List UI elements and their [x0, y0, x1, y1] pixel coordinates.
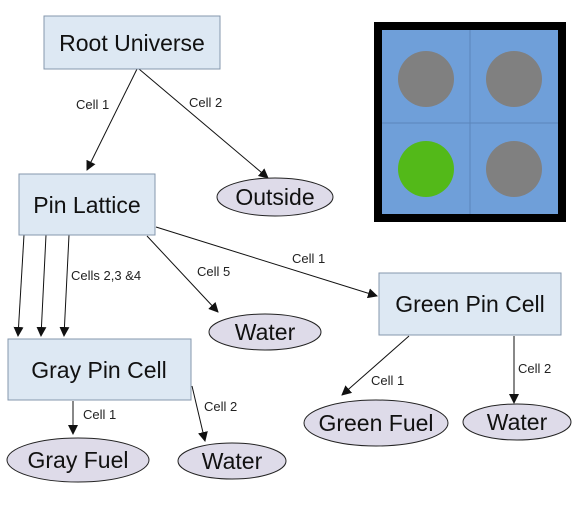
- node-label-water-lattice: Water: [235, 319, 296, 345]
- node-label-root-universe: Root Universe: [59, 30, 205, 56]
- edge-label-lattice-water: Cell 5: [197, 264, 230, 279]
- edge-label-root-lattice: Cell 1: [76, 97, 109, 112]
- edge-lattice-to-green-cell: Cell 1: [155, 226, 378, 299]
- edge-lattice-to-gray-cell: Cells 2,3 &4: [13, 234, 141, 337]
- edge-label-lattice-gray: Cells 2,3 &4: [71, 268, 141, 283]
- lattice-preview: [374, 22, 566, 222]
- node-label-gray-fuel: Gray Fuel: [28, 447, 129, 473]
- node-label-green-pin-cell: Green Pin Cell: [395, 291, 545, 317]
- node-label-green-fuel: Green Fuel: [318, 410, 433, 436]
- node-label-gray-pin-cell: Gray Pin Cell: [31, 357, 166, 383]
- edge-label-gray-water: Cell 2: [204, 399, 237, 414]
- node-root-universe: Root Universe: [43, 15, 221, 70]
- lattice-pin-bottom-right: [486, 141, 542, 197]
- edge-root-to-lattice: Cell 1: [76, 68, 138, 171]
- node-label-pin-lattice: Pin Lattice: [33, 192, 140, 218]
- node-green-pin-cell: Green Pin Cell: [378, 272, 562, 336]
- lattice-pin-bottom-left: [398, 141, 454, 197]
- edge-label-gray-fuel: Cell 1: [83, 407, 116, 422]
- lattice-pin-top-right: [486, 51, 542, 107]
- edge-gray-cell-to-fuel: Cell 1: [68, 401, 116, 435]
- edge-label-root-outside: Cell 2: [189, 95, 222, 110]
- edge-label-lattice-green: Cell 1: [292, 251, 325, 266]
- node-water-green: Water: [462, 403, 572, 441]
- edge-green-cell-to-water: Cell 2: [509, 336, 551, 404]
- node-gray-pin-cell: Gray Pin Cell: [7, 338, 192, 401]
- node-water-gray: Water: [177, 442, 287, 480]
- node-label-outside: Outside: [235, 184, 314, 210]
- edge-label-green-fuel: Cell 1: [371, 373, 404, 388]
- edge-gray-cell-to-water: Cell 2: [191, 385, 237, 442]
- edge-label-green-water: Cell 2: [518, 361, 551, 376]
- node-green-fuel: Green Fuel: [303, 399, 449, 447]
- node-water-lattice: Water: [208, 313, 322, 351]
- node-label-water-green: Water: [487, 409, 548, 435]
- lattice-pin-top-left: [398, 51, 454, 107]
- edge-root-to-outside: Cell 2: [138, 68, 269, 179]
- edge-green-cell-to-fuel: Cell 1: [341, 335, 410, 396]
- node-label-water-gray: Water: [202, 448, 263, 474]
- node-gray-fuel: Gray Fuel: [6, 437, 150, 483]
- node-pin-lattice: Pin Lattice: [18, 173, 156, 236]
- edge-lattice-to-water: Cell 5: [146, 235, 230, 313]
- node-outside: Outside: [216, 177, 334, 217]
